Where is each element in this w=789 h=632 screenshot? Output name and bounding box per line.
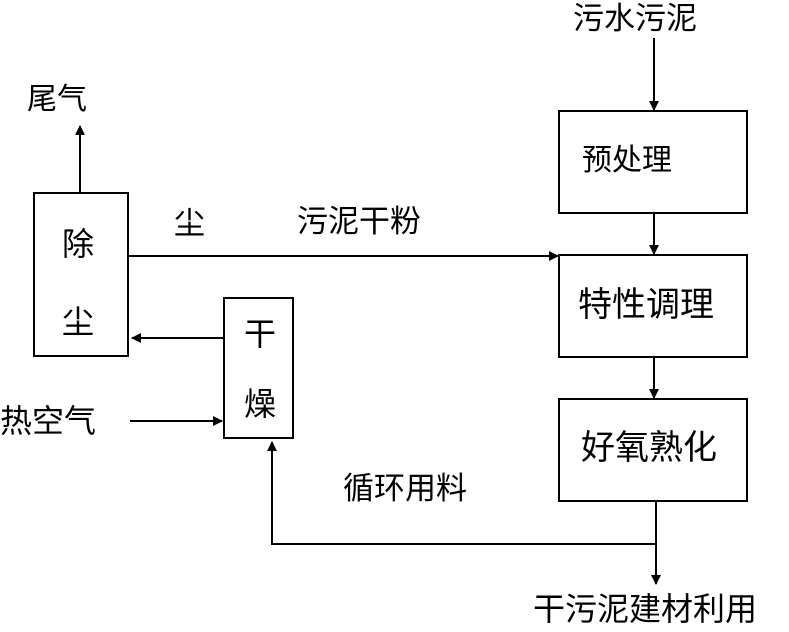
dust-removal-label-1: 除 xyxy=(62,225,95,263)
aerobic-maturation-label: 好氧熟化 xyxy=(581,428,717,468)
tail-gas-label: 尾气 xyxy=(27,82,87,117)
drying-label-2: 燥 xyxy=(244,385,277,423)
pretreatment-box xyxy=(558,110,748,214)
pretreatment-label: 预处理 xyxy=(582,143,672,178)
wastewater-sludge-label: 污水污泥 xyxy=(573,1,697,37)
dust-removal-label-2: 尘 xyxy=(62,303,95,341)
dry-sludge-powder-label: 污泥干粉 xyxy=(297,204,421,240)
dry-sludge-utilization-label: 干污泥建材利用 xyxy=(533,590,758,628)
aerobic-maturation-box xyxy=(558,398,748,502)
property-conditioning-box xyxy=(558,254,748,358)
arrow-recycle-to-drying xyxy=(267,441,656,545)
drying-label-1: 干 xyxy=(244,315,277,353)
property-conditioning-label: 特性调理 xyxy=(578,285,714,325)
dust-label: 尘 xyxy=(174,206,205,242)
dust-removal-box xyxy=(33,192,129,357)
drying-box xyxy=(223,297,294,439)
hot-air-label: 热空气 xyxy=(0,402,97,440)
recycle-material-label: 循环用料 xyxy=(343,471,467,507)
